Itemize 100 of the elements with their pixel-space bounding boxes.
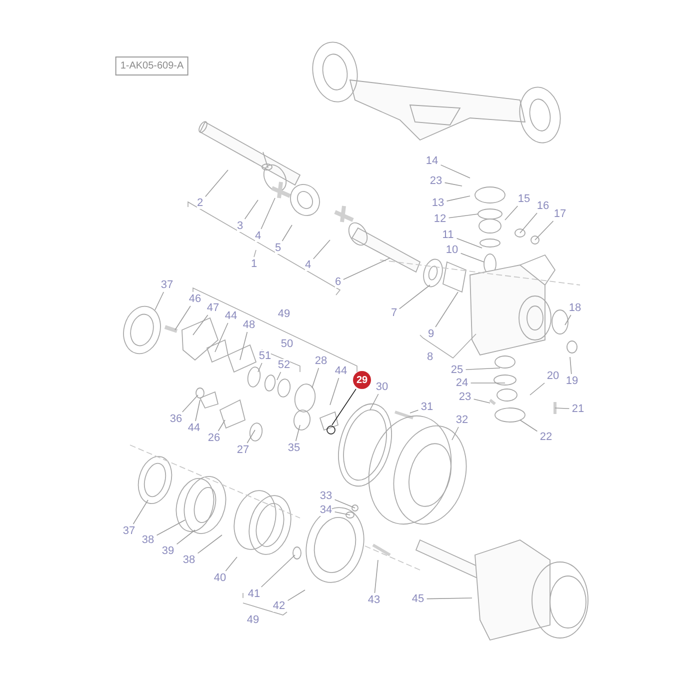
callout-number: 22	[540, 431, 552, 443]
callout-number: 41	[248, 588, 260, 600]
callout-number: 17	[554, 208, 566, 220]
leader-line	[282, 224, 292, 242]
leader-line	[520, 420, 538, 432]
callout-number: 14	[426, 155, 438, 167]
leader-line	[440, 164, 470, 178]
leader-line	[312, 368, 320, 388]
callout-number: 33	[320, 490, 332, 502]
callout-number: 12	[434, 213, 446, 225]
leader-line	[399, 284, 430, 310]
callout-number: 9	[428, 328, 434, 340]
callout-number: 51	[258, 350, 272, 362]
callout-number: 1	[250, 258, 258, 270]
leader-line	[156, 520, 186, 536]
callout-number: 36	[170, 413, 182, 425]
leader-line	[330, 378, 340, 406]
leader-line	[470, 382, 506, 384]
leader-line	[174, 306, 191, 330]
callout-number: 16	[536, 200, 550, 212]
leader-line	[570, 356, 572, 374]
callout-number: 44	[224, 310, 238, 322]
leader-line	[370, 394, 379, 410]
leader-line	[246, 430, 256, 444]
callout-number: 44	[188, 422, 200, 434]
leader-line	[313, 240, 330, 260]
callout-number: 11	[442, 229, 454, 241]
callout-number: 37	[122, 525, 136, 537]
leader-line	[197, 534, 222, 554]
callout-number: 27	[236, 444, 250, 456]
leader-line	[205, 170, 228, 198]
leader-line	[214, 322, 228, 352]
callout-number: 18	[568, 302, 582, 314]
leader-line	[334, 499, 356, 508]
callout-number: 7	[390, 307, 398, 319]
callout-number: 49	[246, 614, 260, 626]
callout-number: 8	[426, 351, 434, 363]
leader-line	[218, 420, 226, 432]
leader-line	[240, 332, 248, 360]
callout-number: 40	[214, 572, 226, 584]
callout-number: 10	[446, 244, 458, 256]
leader-line	[426, 598, 472, 600]
leader-line	[554, 408, 570, 410]
leader-line	[295, 424, 300, 442]
callout-number: 25	[450, 364, 464, 376]
callout-number: 3	[236, 220, 244, 232]
leader-line	[260, 554, 296, 588]
callout-number: 13	[432, 197, 444, 209]
callout-number: 2	[196, 197, 204, 209]
leader-line	[343, 258, 390, 280]
highlighted-callout-number: 29	[353, 371, 371, 389]
leader-line	[410, 410, 419, 414]
callout-number: 28	[314, 355, 328, 367]
leader-line	[465, 368, 500, 370]
reference-code-box: 1-AK05-609-A	[115, 56, 189, 76]
callout-number: 5	[274, 242, 282, 254]
leader-line	[534, 220, 554, 240]
callout-number: 15	[518, 193, 530, 205]
callout-number: 20	[546, 370, 560, 382]
callout-number: 35	[288, 442, 300, 454]
leader-line	[456, 238, 482, 248]
callout-number: 23	[430, 175, 442, 187]
callout-number: 24	[456, 377, 468, 389]
leader-line	[276, 372, 282, 380]
callout-number: 44	[334, 365, 348, 377]
leader-line	[182, 394, 198, 412]
callout-number: 19	[566, 375, 578, 387]
callout-number: 52	[278, 359, 290, 371]
leader-line	[225, 556, 238, 572]
leader-line	[520, 212, 538, 234]
callout-number: 38	[182, 554, 196, 566]
leader-line	[244, 200, 258, 220]
leader-line	[260, 198, 276, 230]
callout-number: 46	[188, 293, 202, 305]
callout-number: 42	[272, 600, 286, 612]
leader-line	[332, 388, 356, 426]
leader-line	[444, 182, 462, 186]
leader-line	[287, 590, 306, 601]
callout-number: 50	[280, 338, 294, 350]
callout-number: 4	[254, 230, 262, 242]
callout-number: 6	[334, 276, 342, 288]
callout-number: 43	[368, 594, 380, 606]
callout-number: 31	[420, 401, 434, 413]
callout-number: 21	[572, 403, 584, 415]
leader-line	[195, 400, 200, 422]
leader-line	[448, 214, 478, 218]
callout-number: 32	[456, 414, 468, 426]
leader-line	[504, 206, 518, 220]
leader-line	[132, 500, 148, 524]
leader-line	[176, 530, 196, 545]
callout-number: 23	[458, 391, 472, 403]
callout-number: 38	[142, 534, 154, 546]
leader-line	[192, 314, 208, 336]
callout-number: 4	[304, 259, 312, 271]
callout-number: 45	[412, 593, 424, 605]
callout-number: 47	[206, 302, 220, 314]
leader-line	[460, 252, 484, 262]
leader-line	[473, 398, 490, 404]
callout-number: 37	[160, 279, 174, 291]
leader-line	[258, 362, 262, 372]
